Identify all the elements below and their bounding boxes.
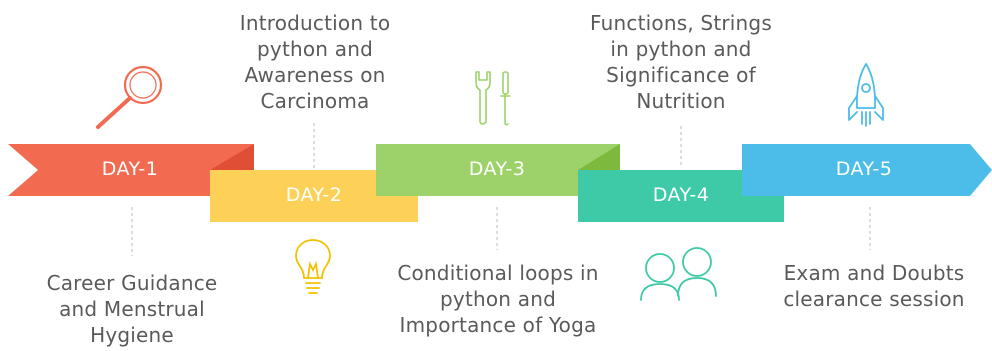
day-5-label: DAY-5 [835,158,893,180]
day-5-banner [742,144,992,196]
day-3-label: DAY-3 [468,158,526,180]
people-icon [640,247,717,301]
day-5-description: Exam and Doubts clearance session [783,261,965,311]
lightbulb-icon [295,239,331,294]
day-1-label: DAY-1 [101,158,159,180]
tools-icon [475,71,511,126]
day-1-description: Career Guidance and Menstrual Hygiene [46,271,218,347]
day-4-label: DAY-4 [652,184,710,206]
day-4-description: Functions, Strings in python and Signifi… [590,11,772,113]
day-3-description: Conditional loops in python and Importan… [397,261,599,337]
day-2-label: DAY-2 [285,184,343,206]
day-2-description: Introduction to python and Awareness on … [239,11,391,113]
rocket-icon [848,63,884,127]
day-1-fold [210,144,254,170]
magnifier-icon [96,65,163,129]
day-1-banner [8,144,254,196]
day-3-fold [578,144,620,170]
